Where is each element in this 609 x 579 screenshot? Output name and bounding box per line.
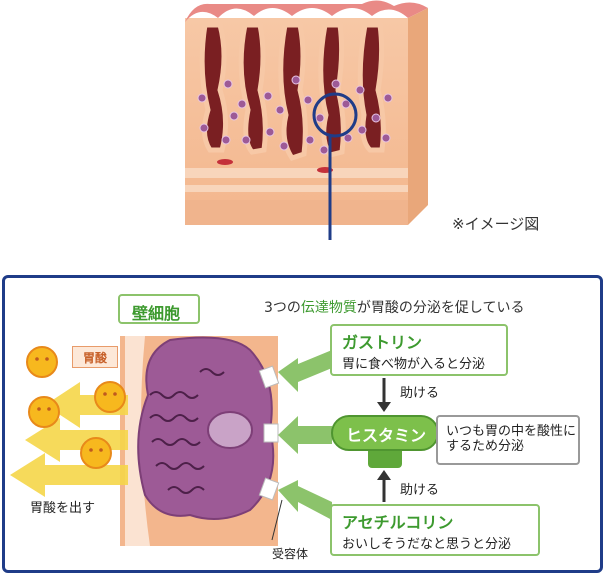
stomach-wall-illustration bbox=[185, 0, 428, 240]
cell-title: 壁細胞 bbox=[132, 304, 181, 323]
acetylcholine-desc: おいしそうだなと思うと分泌 bbox=[342, 537, 512, 552]
cell-title-box: 壁細胞 bbox=[118, 294, 200, 324]
histamine-name: ヒスタミン bbox=[346, 426, 427, 445]
acid-out-label: 胃酸を出す bbox=[30, 501, 96, 516]
gastrin-arrow bbox=[278, 350, 332, 392]
helps-label-bottom: 助ける bbox=[400, 483, 440, 498]
parietal-cell-illustration bbox=[10, 336, 283, 546]
acetylcholine-arrow bbox=[278, 480, 332, 520]
detail-panel bbox=[2, 275, 603, 573]
histamine-badge bbox=[331, 415, 439, 468]
help-arrows bbox=[377, 378, 391, 502]
headline-pre: 3つの bbox=[264, 300, 301, 316]
helps-label-top: 助ける bbox=[400, 386, 440, 401]
histamine-desc-box: いつも胃の中を酸性にするため分泌 bbox=[436, 415, 580, 465]
gastrin-desc: 胃に食べ物が入ると分泌 bbox=[342, 357, 486, 372]
histamine-desc: いつも胃の中を酸性にするため分泌 bbox=[446, 424, 577, 454]
acid-tag: 胃酸 bbox=[72, 346, 118, 368]
acid-sun-icon bbox=[26, 346, 126, 469]
headline: 3つの伝達物質が胃酸の分泌を促している bbox=[264, 297, 525, 317]
acetylcholine-name: アセチルコリン bbox=[342, 513, 454, 532]
image-note: ※イメージ図 bbox=[452, 215, 540, 233]
headline-highlight: 伝達物質 bbox=[300, 300, 357, 316]
histamine-arrow bbox=[278, 416, 332, 454]
acetylcholine-box: アセチルコリン おいしそうだなと思うと分泌 bbox=[330, 504, 540, 556]
gastrin-name: ガストリン bbox=[342, 333, 423, 352]
gastrin-box: ガストリン 胃に食べ物が入ると分泌 bbox=[330, 324, 508, 376]
signal-arrows bbox=[278, 350, 332, 520]
receptor-label: 受容体 bbox=[272, 547, 309, 561]
headline-post: が胃酸の分泌を促している bbox=[356, 300, 525, 316]
